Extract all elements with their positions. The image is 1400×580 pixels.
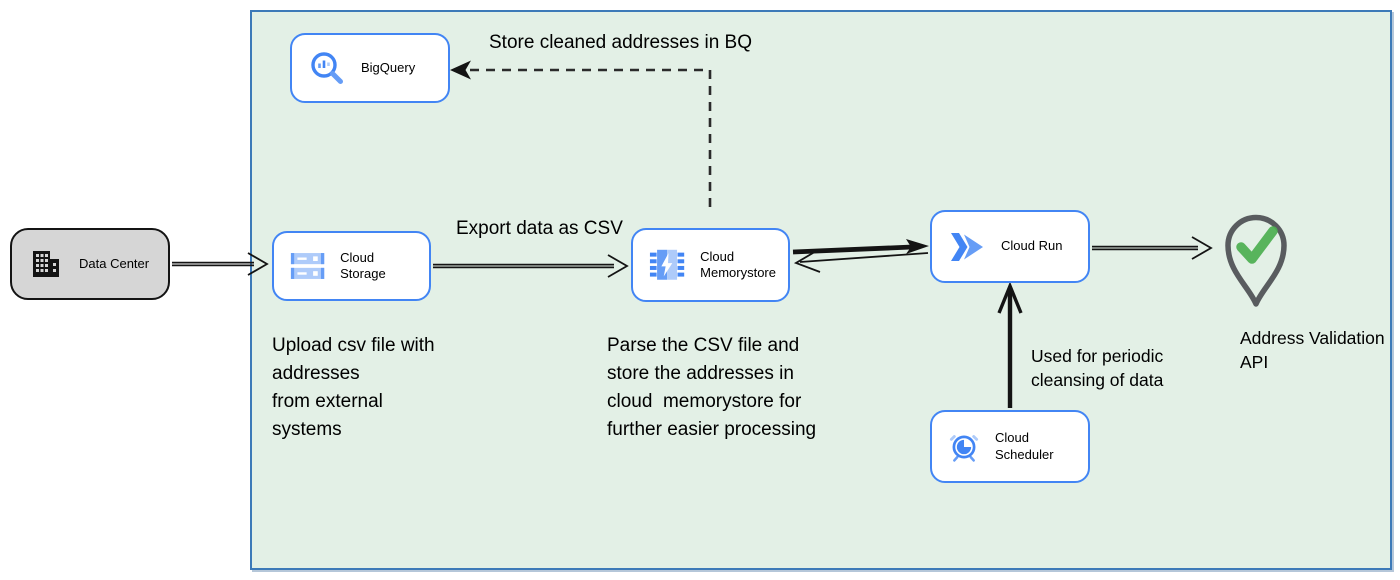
node-cloud-memorystore: Cloud Memorystore (631, 228, 790, 302)
node-label: BigQuery (361, 59, 416, 75)
alarm-clock-icon (949, 434, 979, 462)
node-cloud-storage: Cloud Storage (272, 231, 431, 301)
node-label: Cloud Run (1001, 238, 1063, 254)
address-validation-label: Address Validation API (1240, 328, 1385, 372)
cloud-run-chevrons-icon (951, 232, 983, 261)
edge-label-periodic-cleansing: Used for periodic cleansing of data (1031, 346, 1164, 390)
annotation-upload-csv: Upload csv file with addresses from exte… (272, 335, 435, 440)
cloud-boundary-container (250, 10, 1392, 570)
node-label: Cloud Memorystore (700, 248, 776, 280)
edge-label-store-cleaned: Store cleaned addresses in BQ (489, 32, 752, 53)
annotation-parse-csv: Parse the CSV file and store the address… (607, 335, 817, 440)
bigquery-magnifier-icon (311, 52, 343, 84)
node-label: Cloud Scheduler (995, 430, 1054, 462)
node-label: Cloud Storage (340, 249, 386, 281)
node-bigquery: BigQuery (290, 33, 450, 103)
node-cloud-run: Cloud Run (930, 210, 1090, 283)
storage-buckets-icon (290, 253, 325, 279)
node-cloud-scheduler: Cloud Scheduler (930, 410, 1090, 483)
memorystore-chip-bolt-icon (649, 249, 685, 280)
node-label: Data Center (79, 255, 150, 271)
address-validation-pin (1221, 208, 1291, 310)
building-icon (33, 251, 59, 277)
edge-label-export-csv: Export data as CSV (456, 218, 623, 239)
node-data-center: Data Center (10, 228, 170, 300)
map-pin-checkmark-icon (1225, 214, 1287, 307)
